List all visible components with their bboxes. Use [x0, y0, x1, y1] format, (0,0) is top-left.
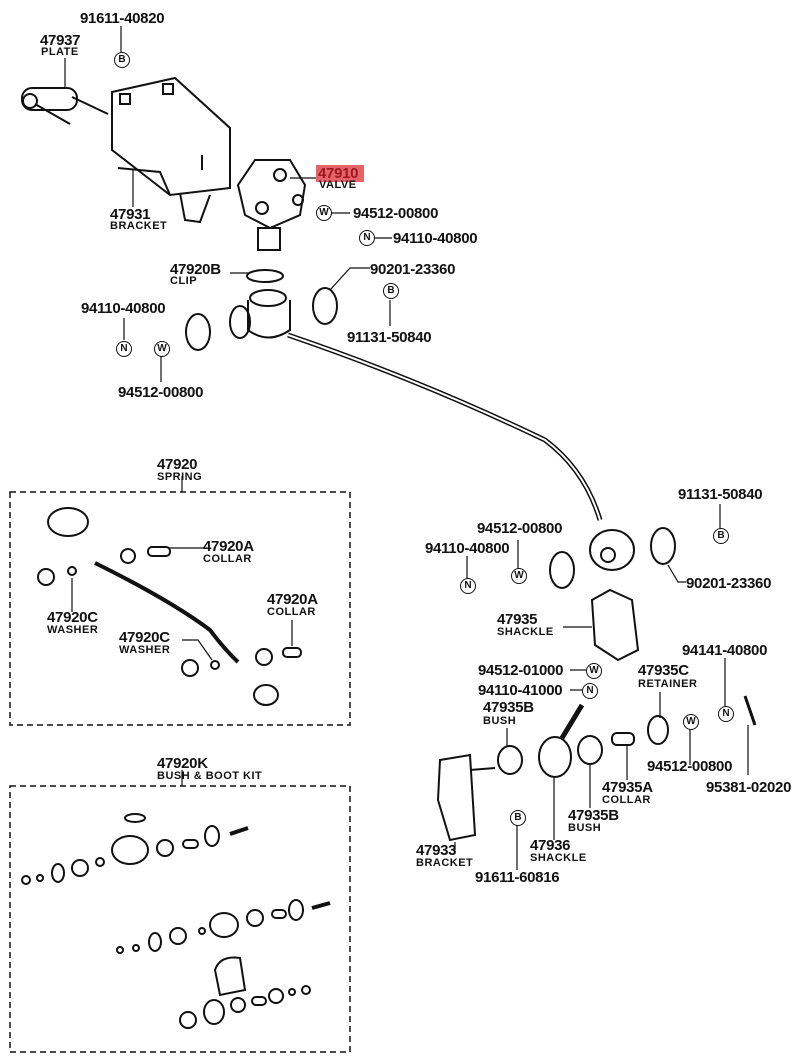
washer-symbol-icon: W — [154, 341, 170, 357]
bush-boot-kit-contents — [21, 813, 331, 1029]
bush-boot-kit-frame — [9, 785, 351, 1053]
part-number-label[interactable]: 47933 — [416, 842, 457, 859]
part-number-label[interactable]: 91131-50840 — [347, 329, 432, 346]
shackle-part — [538, 736, 572, 778]
washer-symbol-icon: W — [683, 714, 699, 730]
part-number-label[interactable]: 47937 — [40, 32, 81, 49]
part-number-label[interactable]: 47935C — [638, 662, 689, 679]
part-number-label[interactable]: 47920C — [47, 609, 98, 626]
part-number-label[interactable]: 91611-40820 — [80, 10, 165, 27]
shackle-part — [590, 588, 640, 662]
nut-symbol-icon: N — [359, 230, 375, 246]
part-name-label: BUSH — [568, 822, 602, 834]
seal-part — [549, 551, 575, 589]
part-number-label[interactable]: 94110-41000 — [478, 682, 563, 699]
kit-name-label: SPRING — [157, 471, 203, 483]
part-name-label: WASHER — [47, 624, 99, 636]
nut-symbol-icon: N — [460, 578, 476, 594]
bracket-part — [111, 76, 231, 224]
part-name-label: BRACKET — [110, 220, 168, 232]
spring-kit-frame — [9, 491, 351, 726]
nut-symbol-icon: N — [718, 706, 734, 722]
part-name-label: PLATE — [41, 46, 79, 58]
nut-symbol-icon: N — [582, 683, 598, 699]
part-name-label: COLLAR — [267, 606, 316, 618]
part-number-label[interactable]: 90201-23360 — [686, 575, 772, 592]
seal-part — [312, 287, 338, 325]
part-number-label[interactable]: 94512-00800 — [118, 384, 204, 401]
part-number-label[interactable]: 94512-00800 — [353, 205, 439, 222]
highlighted-part-number[interactable]: 47910 — [316, 165, 365, 182]
part-name-label: WASHER — [119, 644, 171, 656]
leader-lines — [64, 26, 749, 870]
part-name-label: BRACKET — [416, 857, 474, 869]
bolt-symbol-icon: B — [713, 528, 729, 544]
bolt-symbol-icon: B — [114, 52, 130, 68]
part-number-label[interactable]: 91131-50840 — [678, 486, 763, 503]
part-number-label[interactable]: 47935B — [568, 807, 619, 824]
part-name-label: COLLAR — [203, 553, 252, 565]
part-number-label[interactable]: 94141-40800 — [682, 642, 768, 659]
plate-part — [21, 87, 109, 125]
spring-kit-contents — [37, 507, 302, 706]
kit-number-label[interactable]: 47920 — [157, 456, 198, 473]
part-name-label: COLLAR — [602, 794, 651, 806]
valve-part — [236, 159, 307, 251]
part-number-label[interactable]: 94512-00800 — [477, 520, 563, 537]
part-number-label[interactable]: 90201-23360 — [370, 261, 456, 278]
part-number-label[interactable]: 94512-01000 — [478, 662, 564, 679]
washer-symbol-icon: W — [511, 568, 527, 584]
part-number-label[interactable]: 94110-40800 — [81, 300, 166, 317]
part-number-label[interactable]: 47920A — [203, 538, 254, 555]
part-name-label: RETAINER — [638, 678, 698, 690]
part-number-label[interactable]: 47936 — [530, 837, 571, 854]
part-number-label[interactable]: 47920B — [170, 261, 221, 278]
part-number-label[interactable]: 47931 — [110, 206, 151, 223]
washer-symbol-icon: W — [586, 663, 602, 679]
bolt-symbol-icon: B — [383, 283, 399, 299]
part-number-label[interactable]: 47935A — [602, 779, 653, 796]
part-number-label[interactable]: 47920A — [267, 591, 318, 608]
clip-part — [246, 269, 284, 283]
nut-symbol-icon: N — [116, 341, 132, 357]
seal-part — [650, 527, 676, 565]
part-number-label[interactable]: 94512-00800 — [647, 758, 733, 775]
kit-number-label[interactable]: 47920K — [157, 755, 208, 772]
washer-symbol-icon: W — [316, 205, 332, 221]
bracket-part — [436, 753, 477, 842]
part-name-label: VALVE — [319, 179, 357, 191]
part-name-label: SHACKLE — [497, 626, 554, 638]
part-number-label[interactable]: 91611-60816 — [475, 869, 560, 886]
kit-name-label: BUSH & BOOT KIT — [157, 770, 263, 782]
bush-part — [497, 745, 523, 775]
part-name-label: CLIP — [170, 275, 198, 287]
part-number-label[interactable]: 94110-40800 — [425, 540, 510, 557]
part-number-label[interactable]: 94110-40800 — [393, 230, 478, 247]
part-name-label: BUSH — [483, 715, 517, 727]
part-number-label[interactable]: 47935B — [483, 699, 534, 716]
part-number-label[interactable]: 47920C — [119, 629, 170, 646]
spring-body-part — [229, 289, 635, 571]
seal-part — [185, 313, 211, 351]
bolt-symbol-icon: B — [510, 810, 526, 826]
part-number-label[interactable]: 95381-02020 — [706, 779, 792, 796]
part-name-label: SHACKLE — [530, 852, 587, 864]
part-number-label[interactable]: 47935 — [497, 611, 538, 628]
